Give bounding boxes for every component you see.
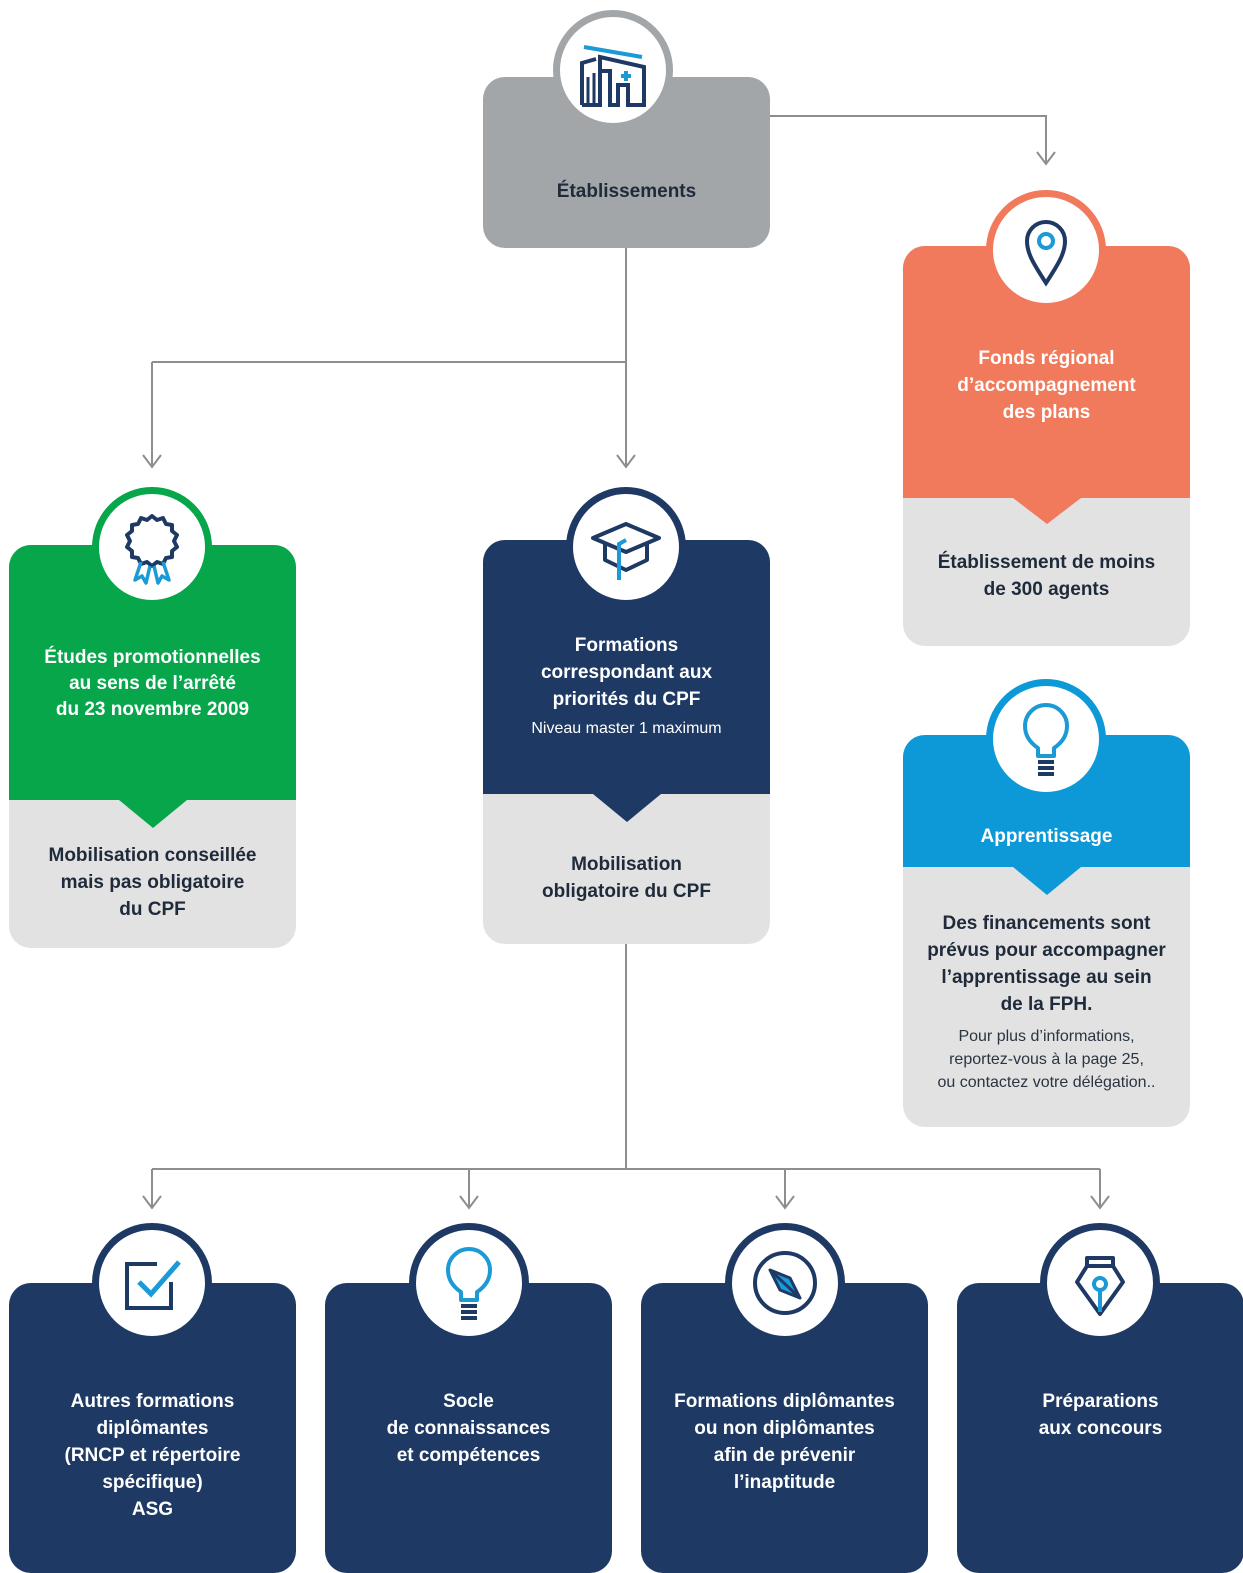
etudes-body: Mobilisation conseillée mais pas obligat… [21, 842, 284, 923]
bottom-card-line: ASG [131, 1499, 174, 1520]
apprentissage-note-line: ou contactez votre délégation.. [937, 1074, 1156, 1091]
apprentissage-title: Apprentissage [980, 826, 1113, 847]
apprentissage-badge [986, 679, 1106, 799]
checkbox-icon [125, 1260, 181, 1310]
graduation-cap-icon [591, 522, 661, 580]
hospital-building-icon [580, 45, 646, 107]
arrowhead [1036, 151, 1056, 166]
apprentissage-body-line: de la FPH. [1000, 994, 1093, 1015]
fonds-badge [986, 190, 1106, 310]
formations-cpf-body: Mobilisation obligatoire du CPF [495, 851, 758, 905]
bottom-card-3-badge [725, 1223, 845, 1343]
bottom-card-line: ou non diplômantes [694, 1418, 875, 1439]
fonds-title-line: d’accompagnement [957, 375, 1136, 396]
bottom-card-1-badge [92, 1223, 212, 1343]
bottom-card-line: et compétences [396, 1445, 541, 1466]
bottom-card-2-badge [409, 1223, 529, 1343]
fonds-card: Fonds régional d’accompagnement des plan… [903, 246, 1190, 646]
lightbulb-icon [446, 1247, 492, 1320]
apprentissage-body: Des financements sont prévus pour accomp… [915, 910, 1178, 1018]
apprentissage-note-line: reportez-vous à la page 25, [949, 1051, 1144, 1068]
fonds-title: Fonds régional d’accompagnement des plan… [915, 345, 1178, 426]
arrowhead [142, 1195, 162, 1210]
apprentissage-body-line: l’apprentissage au sein [941, 967, 1152, 988]
apprentissage-body-line: Des financements sont [942, 913, 1151, 934]
bottom-card-line: spécifique) [102, 1472, 203, 1493]
award-ribbon-icon [125, 514, 179, 585]
arrowhead [1090, 1195, 1110, 1210]
formations-cpf-title: Formations correspondant aux priorités d… [495, 632, 758, 713]
bottom-card-1-text: Autres formations diplômantes (RNCP et r… [21, 1388, 284, 1523]
fonds-body-line: de 300 agents [983, 579, 1110, 600]
fountain-pen-icon [1075, 1256, 1125, 1316]
bottom-card-line: Autres formations [70, 1391, 235, 1412]
bottom-card-line: diplômantes [96, 1418, 209, 1439]
fonds-body-line: Établissement de moins [937, 552, 1156, 573]
root-badge [553, 10, 673, 130]
fonds-title-line: Fonds régional [978, 348, 1115, 369]
etudes-badge [92, 487, 212, 607]
arrowhead [459, 1195, 479, 1210]
apprentissage-body-line: prévus pour accompagner [927, 940, 1166, 961]
apprentissage-note: Pour plus d’informations, reportez-vous … [915, 1025, 1178, 1094]
etudes-title-line: au sens de l’arrêté [69, 673, 236, 694]
etudes-title-line: du 23 novembre 2009 [55, 699, 250, 720]
apprentissage-note-line: Pour plus d’informations, [958, 1028, 1135, 1045]
bottom-card-line: (RNCP et répertoire [64, 1445, 241, 1466]
compass-icon [753, 1251, 817, 1315]
bottom-card-line: Préparations [1042, 1391, 1159, 1412]
formations-cpf-card: Formations correspondant aux priorités d… [483, 540, 770, 944]
etudes-body-line: mais pas obligatoire [60, 872, 245, 893]
formations-cpf-title-line: Formations [574, 635, 679, 656]
etudes-body-line: Mobilisation conseillée [48, 845, 257, 866]
root-label: Établissements [556, 181, 697, 202]
arrowhead [775, 1195, 795, 1210]
fonds-title-line: des plans [1002, 402, 1091, 423]
apprentissage-card: Apprentissage Des financements sont prév… [903, 735, 1190, 1127]
bottom-card-line: l’inaptitude [733, 1472, 836, 1493]
formations-cpf-badge [566, 487, 686, 607]
bottom-card-2-text: Socle de connaissances et compétences [337, 1388, 600, 1469]
arrowhead [142, 454, 162, 469]
formations-cpf-subtitle: Niveau master 1 maximum [531, 720, 722, 737]
bottom-card-4-badge [1040, 1223, 1160, 1343]
etudes-title: Études promotionnelles au sens de l’arrê… [21, 645, 284, 723]
etudes-body-line: du CPF [119, 899, 186, 920]
lightbulb-icon [1023, 703, 1069, 776]
formations-cpf-title-line: correspondant aux [540, 662, 713, 683]
bottom-card-line: de connaissances [386, 1418, 551, 1439]
bottom-card-3: Formations diplômantes ou non diplômante… [641, 1283, 928, 1573]
etudes-title-line: Études promotionnelles [44, 647, 261, 668]
formations-cpf-title-line: priorités du CPF [552, 689, 701, 710]
bottom-card-line: Formations diplômantes [674, 1391, 895, 1412]
arrowhead [616, 454, 636, 469]
location-pin-icon [1024, 220, 1068, 287]
bottom-card-4-text: Préparations aux concours [969, 1388, 1232, 1442]
bottom-card-line: afin de prévenir [713, 1445, 856, 1466]
bottom-card-line: aux concours [1038, 1418, 1163, 1439]
bottom-card-line: Socle [443, 1391, 494, 1412]
fonds-body: Établissement de moins de 300 agents [915, 549, 1178, 603]
etudes-card: Études promotionnelles au sens de l’arrê… [9, 545, 296, 948]
root-card: Établissements [483, 77, 770, 248]
bottom-card-3-text: Formations diplômantes ou non diplômante… [653, 1388, 916, 1496]
formations-cpf-body-line: obligatoire du CPF [542, 881, 711, 902]
formations-cpf-body-line: Mobilisation [571, 854, 682, 875]
connector-root-to-fonds [770, 115, 1047, 164]
